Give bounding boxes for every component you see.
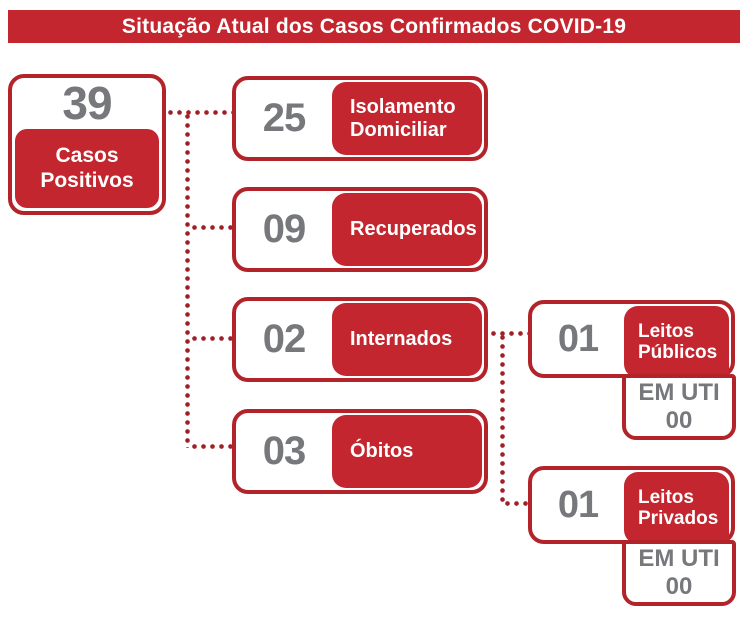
leitos-privados-uti-count: 00 [665, 573, 693, 600]
connector-to-leitos-privados [503, 501, 529, 506]
node-leitos-privados: 01 Leitos Privados [528, 466, 735, 544]
internados-label: Internados [332, 303, 482, 376]
recuperados-count: 09 [262, 207, 307, 251]
leitos-privados-uti-label: EM UTI [638, 545, 720, 573]
leitos-privados-label: Leitos Privados [624, 472, 729, 544]
leitos-privados-uti-box: EM UTI 00 [622, 540, 736, 606]
node-internados: 02 Internados [232, 297, 488, 382]
connector-to-obitos [190, 444, 234, 449]
node-recuperados: 09 Recuperados [232, 187, 488, 272]
title-bar: Situação Atual dos Casos Confirmados COV… [8, 10, 740, 43]
node-isolamento-domiciliar: 25 Isolamento Domiciliar [232, 76, 488, 161]
obitos-count: 03 [262, 429, 307, 473]
connector-internados-to-leitos [489, 331, 529, 336]
page-title: Situação Atual dos Casos Confirmados COV… [121, 14, 627, 38]
node-obitos: 03 Óbitos [232, 409, 488, 494]
leitos-publicos-count: 01 [557, 317, 599, 360]
leitos-privados-count: 01 [557, 483, 599, 526]
recuperados-label: Recuperados [332, 193, 482, 266]
isolamento-label: Isolamento Domiciliar [332, 82, 482, 155]
obitos-label: Óbitos [332, 415, 482, 488]
node-casos-positivos: 39 Casos Positivos [8, 74, 166, 215]
connector-to-recuperados [190, 225, 234, 230]
casos-positivos-count: 39 [62, 77, 112, 129]
leitos-publicos-label: Leitos Públicos [624, 306, 729, 378]
isolamento-count: 25 [262, 96, 307, 140]
leitos-publicos-uti-label: EM UTI [638, 379, 720, 407]
casos-positivos-label: Casos Positivos [15, 129, 159, 208]
connector-vertical-left [185, 112, 190, 448]
internados-count: 02 [262, 317, 307, 361]
node-leitos-publicos: 01 Leitos Públicos [528, 300, 735, 378]
leitos-publicos-uti-box: EM UTI 00 [622, 374, 736, 440]
connector-to-internados [190, 336, 234, 341]
connector-root-to-column [166, 110, 232, 115]
leitos-publicos-uti-count: 00 [665, 407, 693, 434]
connector-vertical-right [500, 333, 505, 505]
